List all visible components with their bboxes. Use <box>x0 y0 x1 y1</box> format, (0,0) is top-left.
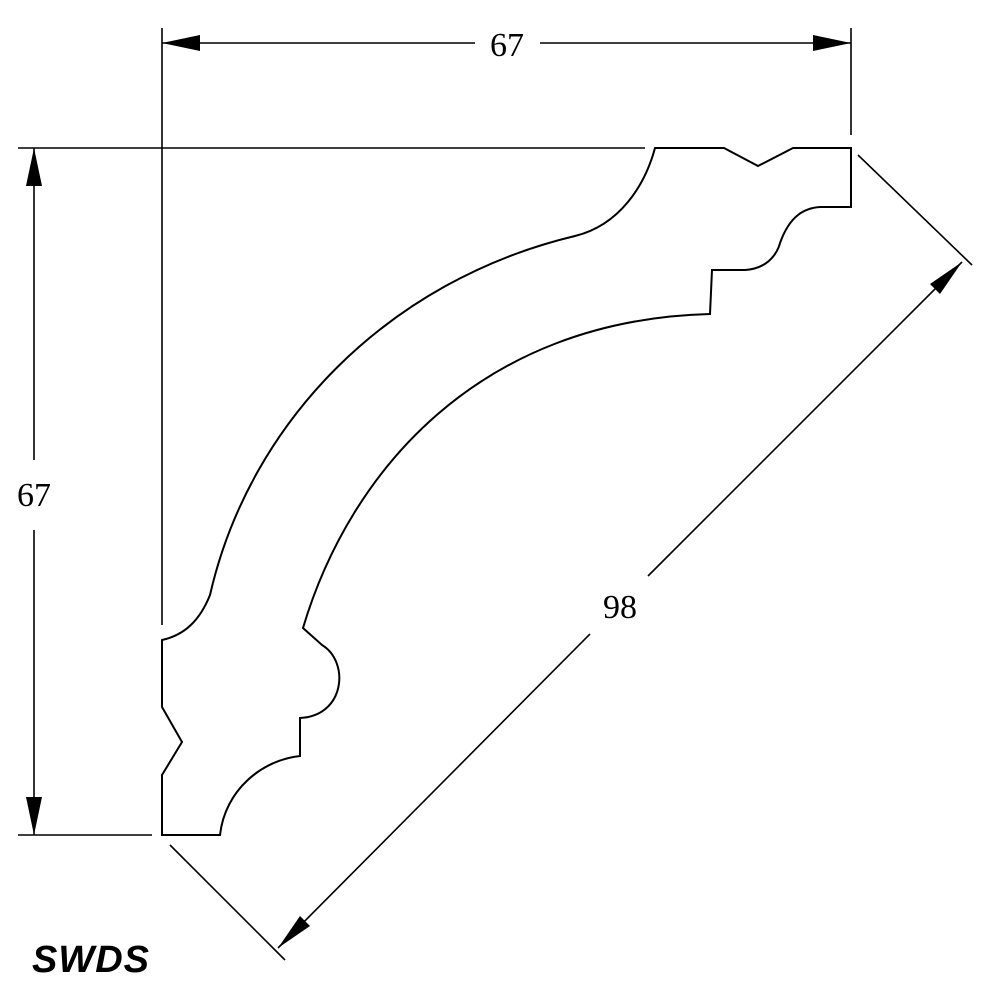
brand-logo: SWDS <box>32 939 150 981</box>
top-dimension-label: 67 <box>490 27 524 64</box>
top-arrow-left <box>162 35 200 51</box>
diagonal-dimension-label: 98 <box>603 589 637 626</box>
diagonal-dimension-line-upper <box>647 261 963 577</box>
cornice-profile-outline <box>161 147 852 836</box>
diagonal-arrow-top <box>930 262 962 294</box>
diagonal-extension-top <box>857 154 973 266</box>
left-dimension-label: 67 <box>17 477 51 514</box>
left-arrow-top <box>26 148 42 186</box>
diagonal-arrow-bottom <box>278 916 310 948</box>
left-arrow-bottom <box>26 797 42 835</box>
diagonal-dimension-line-lower <box>277 633 591 949</box>
top-arrow-right <box>813 35 851 51</box>
diagonal-extension-bottom <box>169 844 286 961</box>
